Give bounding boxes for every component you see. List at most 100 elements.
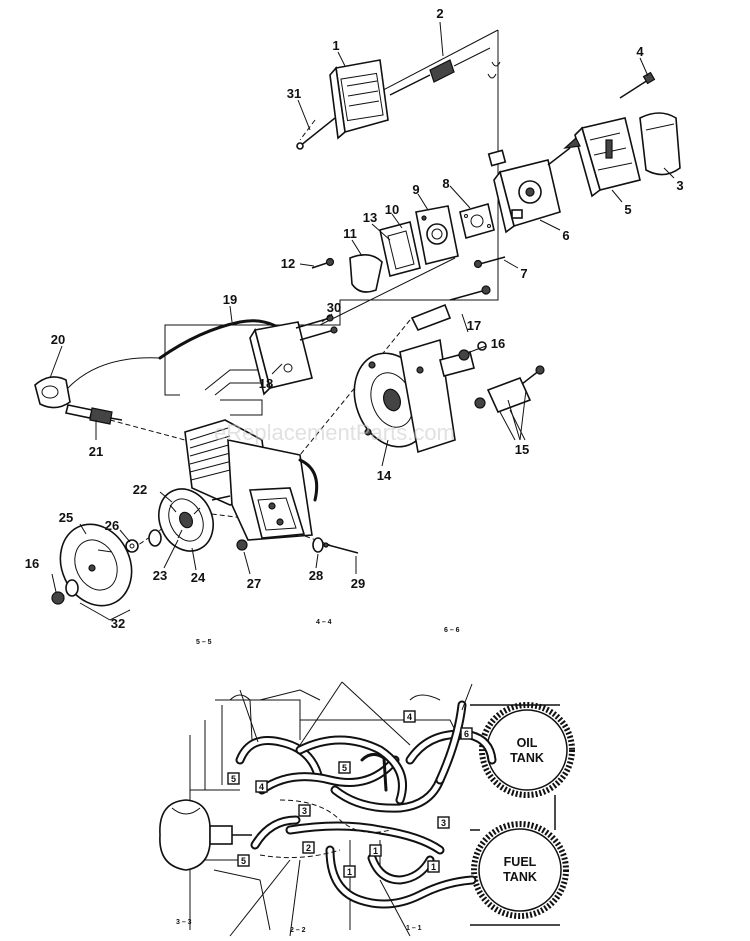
air-filter bbox=[639, 112, 681, 176]
oil-pump-15 bbox=[474, 365, 545, 441]
callout-15: 15 bbox=[515, 442, 529, 457]
screws-27-29 bbox=[236, 537, 359, 554]
crankcase-14 bbox=[353, 338, 475, 454]
ignition-coil bbox=[158, 314, 338, 396]
hose-marker: 3 bbox=[437, 816, 450, 829]
callout-19: 19 bbox=[223, 292, 237, 307]
hose-routing-view: OIL TANK FUEL TANK bbox=[159, 681, 575, 937]
screw-7 bbox=[473, 256, 506, 269]
section-ref-5: 5 – 5 bbox=[196, 639, 212, 646]
leader-lines bbox=[49, 21, 675, 621]
watermark: eReplacementParts.com bbox=[214, 420, 455, 445]
hose-marker: 1 bbox=[369, 844, 382, 857]
callout-9: 9 bbox=[412, 182, 419, 197]
callout-21: 21 bbox=[89, 444, 103, 459]
section-ref-3: 3 – 3 bbox=[176, 919, 192, 926]
fuel-tank: FUEL TANK bbox=[471, 821, 569, 919]
fuel-tank-label-2: TANK bbox=[503, 870, 537, 884]
callout-22: 22 bbox=[133, 482, 147, 497]
callout-18: 18 bbox=[259, 376, 273, 391]
hose-marker: 4 bbox=[403, 710, 416, 723]
spark-plug-boot bbox=[34, 357, 161, 409]
svg-text:5: 5 bbox=[342, 763, 347, 773]
callout-12: 12 bbox=[281, 256, 295, 271]
adapter-9 bbox=[415, 205, 459, 265]
clutch-assembly bbox=[158, 488, 214, 552]
oil-tank-label-2: TANK bbox=[510, 751, 544, 765]
svg-text:5: 5 bbox=[231, 774, 236, 784]
clip-11 bbox=[349, 254, 383, 293]
callout-8: 8 bbox=[442, 176, 449, 191]
callout-3: 3 bbox=[676, 178, 683, 193]
fittings-16-17 bbox=[410, 285, 491, 361]
screw-12 bbox=[311, 257, 335, 269]
callout-1: 1 bbox=[332, 38, 339, 53]
callout-4: 4 bbox=[636, 44, 644, 59]
primer-bulb bbox=[159, 799, 252, 871]
callout-24: 24 bbox=[191, 570, 206, 585]
svg-text:6: 6 bbox=[464, 729, 469, 739]
hoses bbox=[235, 700, 497, 909]
section-ref-2: 2 – 2 bbox=[290, 927, 306, 934]
oil-tank-label-1: OIL bbox=[517, 736, 538, 750]
oil-tank: OIL TANK bbox=[479, 702, 575, 798]
callout-6: 6 bbox=[562, 228, 569, 243]
engine-block bbox=[184, 419, 319, 541]
callout-31: 31 bbox=[287, 86, 301, 101]
svg-text:1: 1 bbox=[431, 862, 436, 872]
callout-28: 28 bbox=[309, 568, 323, 583]
bolt-4 bbox=[619, 71, 656, 99]
hose-marker: 5 bbox=[227, 772, 240, 785]
screw-31 bbox=[296, 117, 336, 150]
section-ref-1: 1 – 1 bbox=[406, 925, 422, 932]
callout-25: 25 bbox=[59, 510, 73, 525]
callout-23: 23 bbox=[153, 568, 167, 583]
callout-10: 10 bbox=[385, 202, 399, 217]
svg-text:1: 1 bbox=[347, 867, 352, 877]
section-ref-6: 6 – 6 bbox=[444, 627, 460, 634]
hose-marker: 5 bbox=[338, 761, 351, 774]
section-ref-4: 4 – 4 bbox=[316, 619, 332, 626]
carburetor bbox=[487, 137, 581, 234]
callout-11: 11 bbox=[343, 226, 357, 241]
callout-5: 5 bbox=[624, 202, 631, 217]
hose-marker: 1 bbox=[427, 860, 440, 873]
svg-text:4: 4 bbox=[407, 712, 412, 722]
svg-text:5: 5 bbox=[241, 856, 246, 866]
hose-markers: 4 6 5 4 3 5 3 2 5 1 1 1 bbox=[227, 710, 473, 878]
callout-16-bottom: 16 bbox=[25, 556, 39, 571]
callout-17: 17 bbox=[467, 318, 481, 333]
hose-marker: 3 bbox=[298, 804, 311, 817]
washers-nuts bbox=[51, 529, 162, 605]
callout-16-top: 16 bbox=[491, 336, 505, 351]
hose-marker: 5 bbox=[237, 854, 250, 867]
callout-7: 7 bbox=[520, 266, 527, 281]
callout-29: 29 bbox=[351, 576, 365, 591]
svg-text:1: 1 bbox=[373, 846, 378, 856]
callout-30: 30 bbox=[327, 300, 341, 315]
callout-2: 2 bbox=[436, 6, 443, 21]
hose-marker: 1 bbox=[343, 865, 356, 878]
svg-text:4: 4 bbox=[259, 782, 264, 792]
svg-text:3: 3 bbox=[302, 806, 307, 816]
callout-14: 14 bbox=[377, 468, 392, 483]
callout-26: 26 bbox=[105, 518, 119, 533]
fuel-tank-label-1: FUEL bbox=[504, 855, 537, 869]
callout-32: 32 bbox=[111, 616, 125, 631]
spark-screen bbox=[389, 47, 501, 96]
hose-marker: 6 bbox=[460, 727, 473, 740]
muffler-cover bbox=[329, 59, 389, 140]
svg-text:3: 3 bbox=[441, 818, 446, 828]
callout-27: 27 bbox=[247, 576, 261, 591]
hose-marker: 4 bbox=[255, 780, 268, 793]
hose-marker: 2 bbox=[302, 841, 315, 854]
gasket-8 bbox=[459, 202, 495, 240]
callout-numbers: 1 2 3 4 5 6 7 8 9 10 11 12 13 14 15 16 1… bbox=[25, 6, 684, 631]
gasket-13 bbox=[379, 221, 421, 277]
svg-text:2: 2 bbox=[306, 843, 311, 853]
callout-13: 13 bbox=[363, 210, 377, 225]
callout-20: 20 bbox=[51, 332, 65, 347]
filter-housing bbox=[574, 117, 641, 198]
section-refs-top: 4 – 4 6 – 6 5 – 5 bbox=[196, 619, 460, 646]
